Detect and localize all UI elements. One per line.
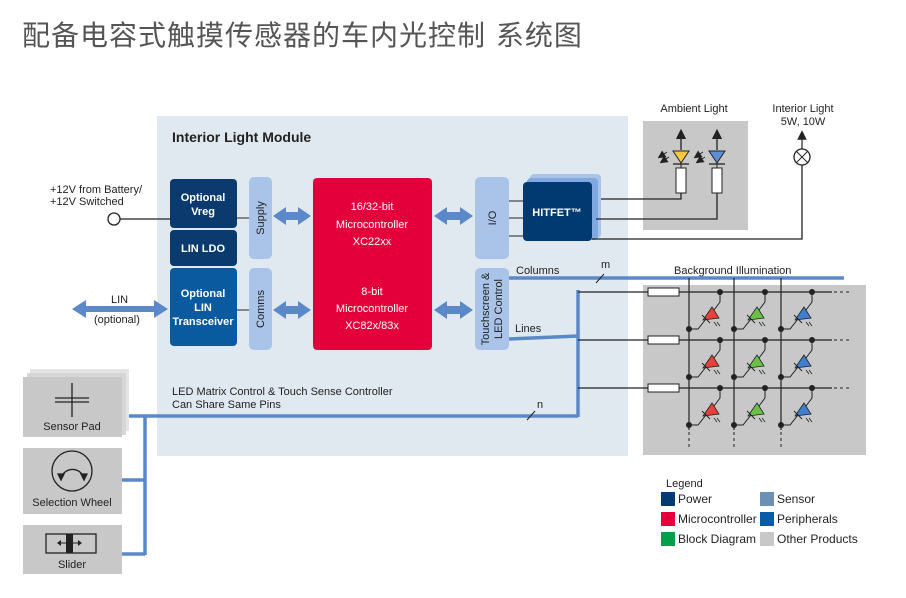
legend-swatch	[661, 492, 675, 506]
svg-text:Comms: Comms	[255, 290, 267, 328]
microcontroller-block	[313, 178, 432, 350]
page-title: 配备电容式触摸传感器的车内光控制 系统图	[22, 19, 583, 52]
lin-optional-label: (optional)	[94, 314, 140, 326]
legend-swatch	[760, 492, 774, 506]
legend-item-label: Peripherals	[777, 512, 838, 526]
svg-text:Supply: Supply	[255, 201, 267, 235]
led-icon	[778, 337, 815, 380]
bidirectional-arrow-icon	[273, 207, 311, 225]
sensor-pad-icon	[55, 383, 89, 417]
resistor-icon	[647, 335, 680, 345]
svg-text:Legend: Legend	[666, 478, 703, 490]
led-icon	[686, 337, 723, 380]
bidirectional-arrow-icon	[434, 301, 473, 319]
svg-text:Selection Wheel: Selection Wheel	[32, 497, 112, 509]
svg-text:I/O: I/O	[487, 210, 499, 225]
svg-text:XC22xx: XC22xx	[353, 236, 392, 248]
vreg-block	[170, 179, 237, 228]
legend-item-label: Other Products	[777, 532, 858, 546]
battery-terminal-icon	[107, 212, 121, 226]
svg-text:m: m	[601, 259, 610, 271]
bidirectional-arrow-icon	[273, 301, 311, 319]
legend-swatch	[661, 512, 675, 526]
photodiode-icon	[693, 128, 726, 194]
led-icon	[686, 289, 723, 332]
led-icon	[686, 385, 723, 428]
lin-transceiver-block	[170, 268, 237, 346]
svg-text:Sensor Pad: Sensor Pad	[43, 421, 100, 433]
led-icon	[778, 385, 815, 428]
svg-text:8-bit: 8-bit	[361, 286, 382, 298]
legend-swatch	[760, 512, 774, 526]
led-icon	[731, 385, 768, 428]
svg-text:Optional: Optional	[181, 288, 226, 300]
svg-text:Transceiver: Transceiver	[172, 316, 234, 328]
led-icon	[731, 337, 768, 380]
led-icon	[778, 289, 815, 332]
module-title: Interior Light Module	[172, 129, 311, 145]
photodiode-icon	[657, 128, 690, 194]
comms-bus	[249, 268, 272, 350]
resistor-icon	[647, 383, 680, 393]
resistor-icon	[647, 287, 680, 297]
lamp-icon	[793, 148, 811, 166]
hitfet-block	[523, 182, 592, 241]
bidirectional-arrow-icon	[434, 207, 473, 225]
io-block	[475, 177, 509, 259]
svg-text:Columns: Columns	[516, 265, 560, 277]
svg-text:HITFET™: HITFET™	[532, 207, 582, 219]
svg-text:Microcontroller: Microcontroller	[336, 219, 408, 231]
svg-text:Slider: Slider	[58, 559, 86, 571]
background-illumination-label: Background Illumination	[674, 265, 791, 277]
svg-text:LED Control: LED Control	[493, 279, 505, 339]
ambient-light-box	[643, 121, 748, 230]
svg-text:Optional: Optional	[181, 192, 226, 204]
legend-swatch	[661, 532, 675, 546]
svg-text:Can Share Same Pins: Can Share Same Pins	[172, 399, 281, 411]
ambient-light-label: Ambient Light	[660, 103, 727, 115]
legend-swatch	[760, 532, 774, 546]
legend-item-label: Microcontroller	[678, 512, 757, 526]
legend-item-label: Power	[678, 492, 712, 506]
lin-ldo-block	[170, 230, 237, 266]
svg-text:Microcontroller: Microcontroller	[336, 303, 408, 315]
lin-arrow	[72, 300, 168, 318]
legend-item-label: Sensor	[777, 492, 815, 506]
led-icon	[731, 289, 768, 332]
lin-label: LIN	[111, 294, 128, 306]
interior-light-label: Interior Light	[772, 103, 833, 115]
svg-text:LIN: LIN	[194, 302, 212, 314]
battery-label: +12V from Battery/	[50, 184, 143, 196]
svg-text:5W, 10W: 5W, 10W	[781, 116, 826, 128]
svg-text:XC82x/83x: XC82x/83x	[345, 320, 399, 332]
svg-text:16/32-bit: 16/32-bit	[351, 201, 394, 213]
selection-wheel-icon	[51, 450, 93, 492]
svg-text:Vreg: Vreg	[191, 206, 215, 218]
svg-text:Lines: Lines	[515, 323, 542, 335]
svg-text:Touchscreen &: Touchscreen &	[480, 272, 492, 345]
slider-icon	[45, 533, 97, 554]
selection-wheel-box	[23, 448, 122, 514]
battery-label-2: +12V Switched	[50, 196, 124, 208]
module-note: LED Matrix Control & Touch Sense Control…	[172, 386, 393, 398]
svg-text:n: n	[537, 399, 543, 411]
supply-bus	[249, 177, 272, 259]
touch-led-control-block	[475, 268, 509, 350]
svg-text:LIN LDO: LIN LDO	[181, 243, 225, 255]
legend-item-label: Block Diagram	[678, 532, 756, 546]
